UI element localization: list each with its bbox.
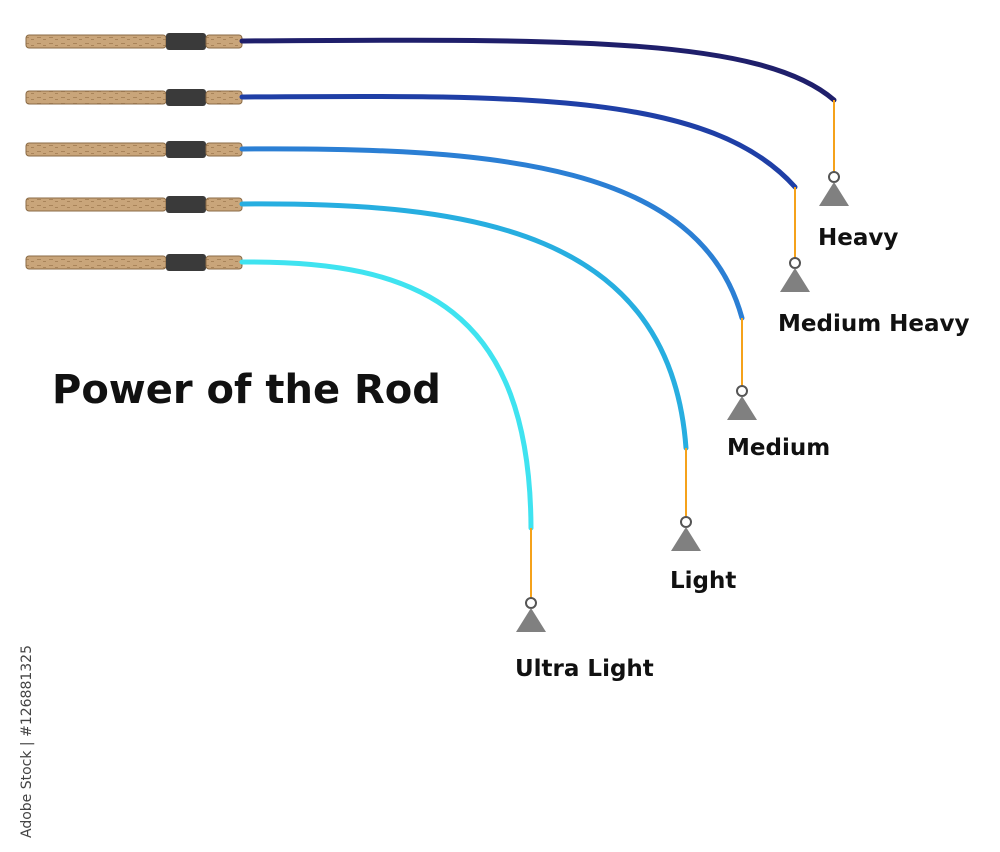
- rod-medium-heavy: Medium Heavy: [25, 89, 970, 337]
- rod-handle: [25, 33, 243, 50]
- sinker-weight: [819, 171, 849, 206]
- rod-blank: [239, 93, 798, 190]
- rod-heavy: Heavy: [25, 33, 898, 251]
- sinker-weight: [516, 597, 546, 632]
- rod-light: Light: [25, 196, 736, 594]
- rod-handle: [25, 196, 243, 213]
- rod-ultra-light: Ultra Light: [25, 254, 654, 682]
- sinker-weight: [671, 516, 701, 551]
- rod-blank: [239, 37, 837, 103]
- sinker-weight: [780, 257, 810, 292]
- rod-blank: [239, 201, 689, 451]
- rod-blank: [239, 146, 745, 321]
- rod-handle: [25, 89, 243, 106]
- stock-watermark: Adobe Stock | #126881325: [19, 645, 35, 838]
- rod-blank: [239, 259, 534, 531]
- sinker-weight: [727, 385, 757, 420]
- rod-label: Medium: [727, 435, 830, 461]
- diagram-title: Power of the Rod: [52, 367, 441, 413]
- rod-label: Medium Heavy: [778, 311, 970, 337]
- rod-label: Heavy: [818, 225, 898, 251]
- rod-medium: Medium: [25, 141, 830, 461]
- rod-handle: [25, 254, 243, 271]
- rod-label: Light: [670, 568, 736, 594]
- rod-label: Ultra Light: [515, 656, 654, 682]
- rod-handle: [25, 141, 243, 158]
